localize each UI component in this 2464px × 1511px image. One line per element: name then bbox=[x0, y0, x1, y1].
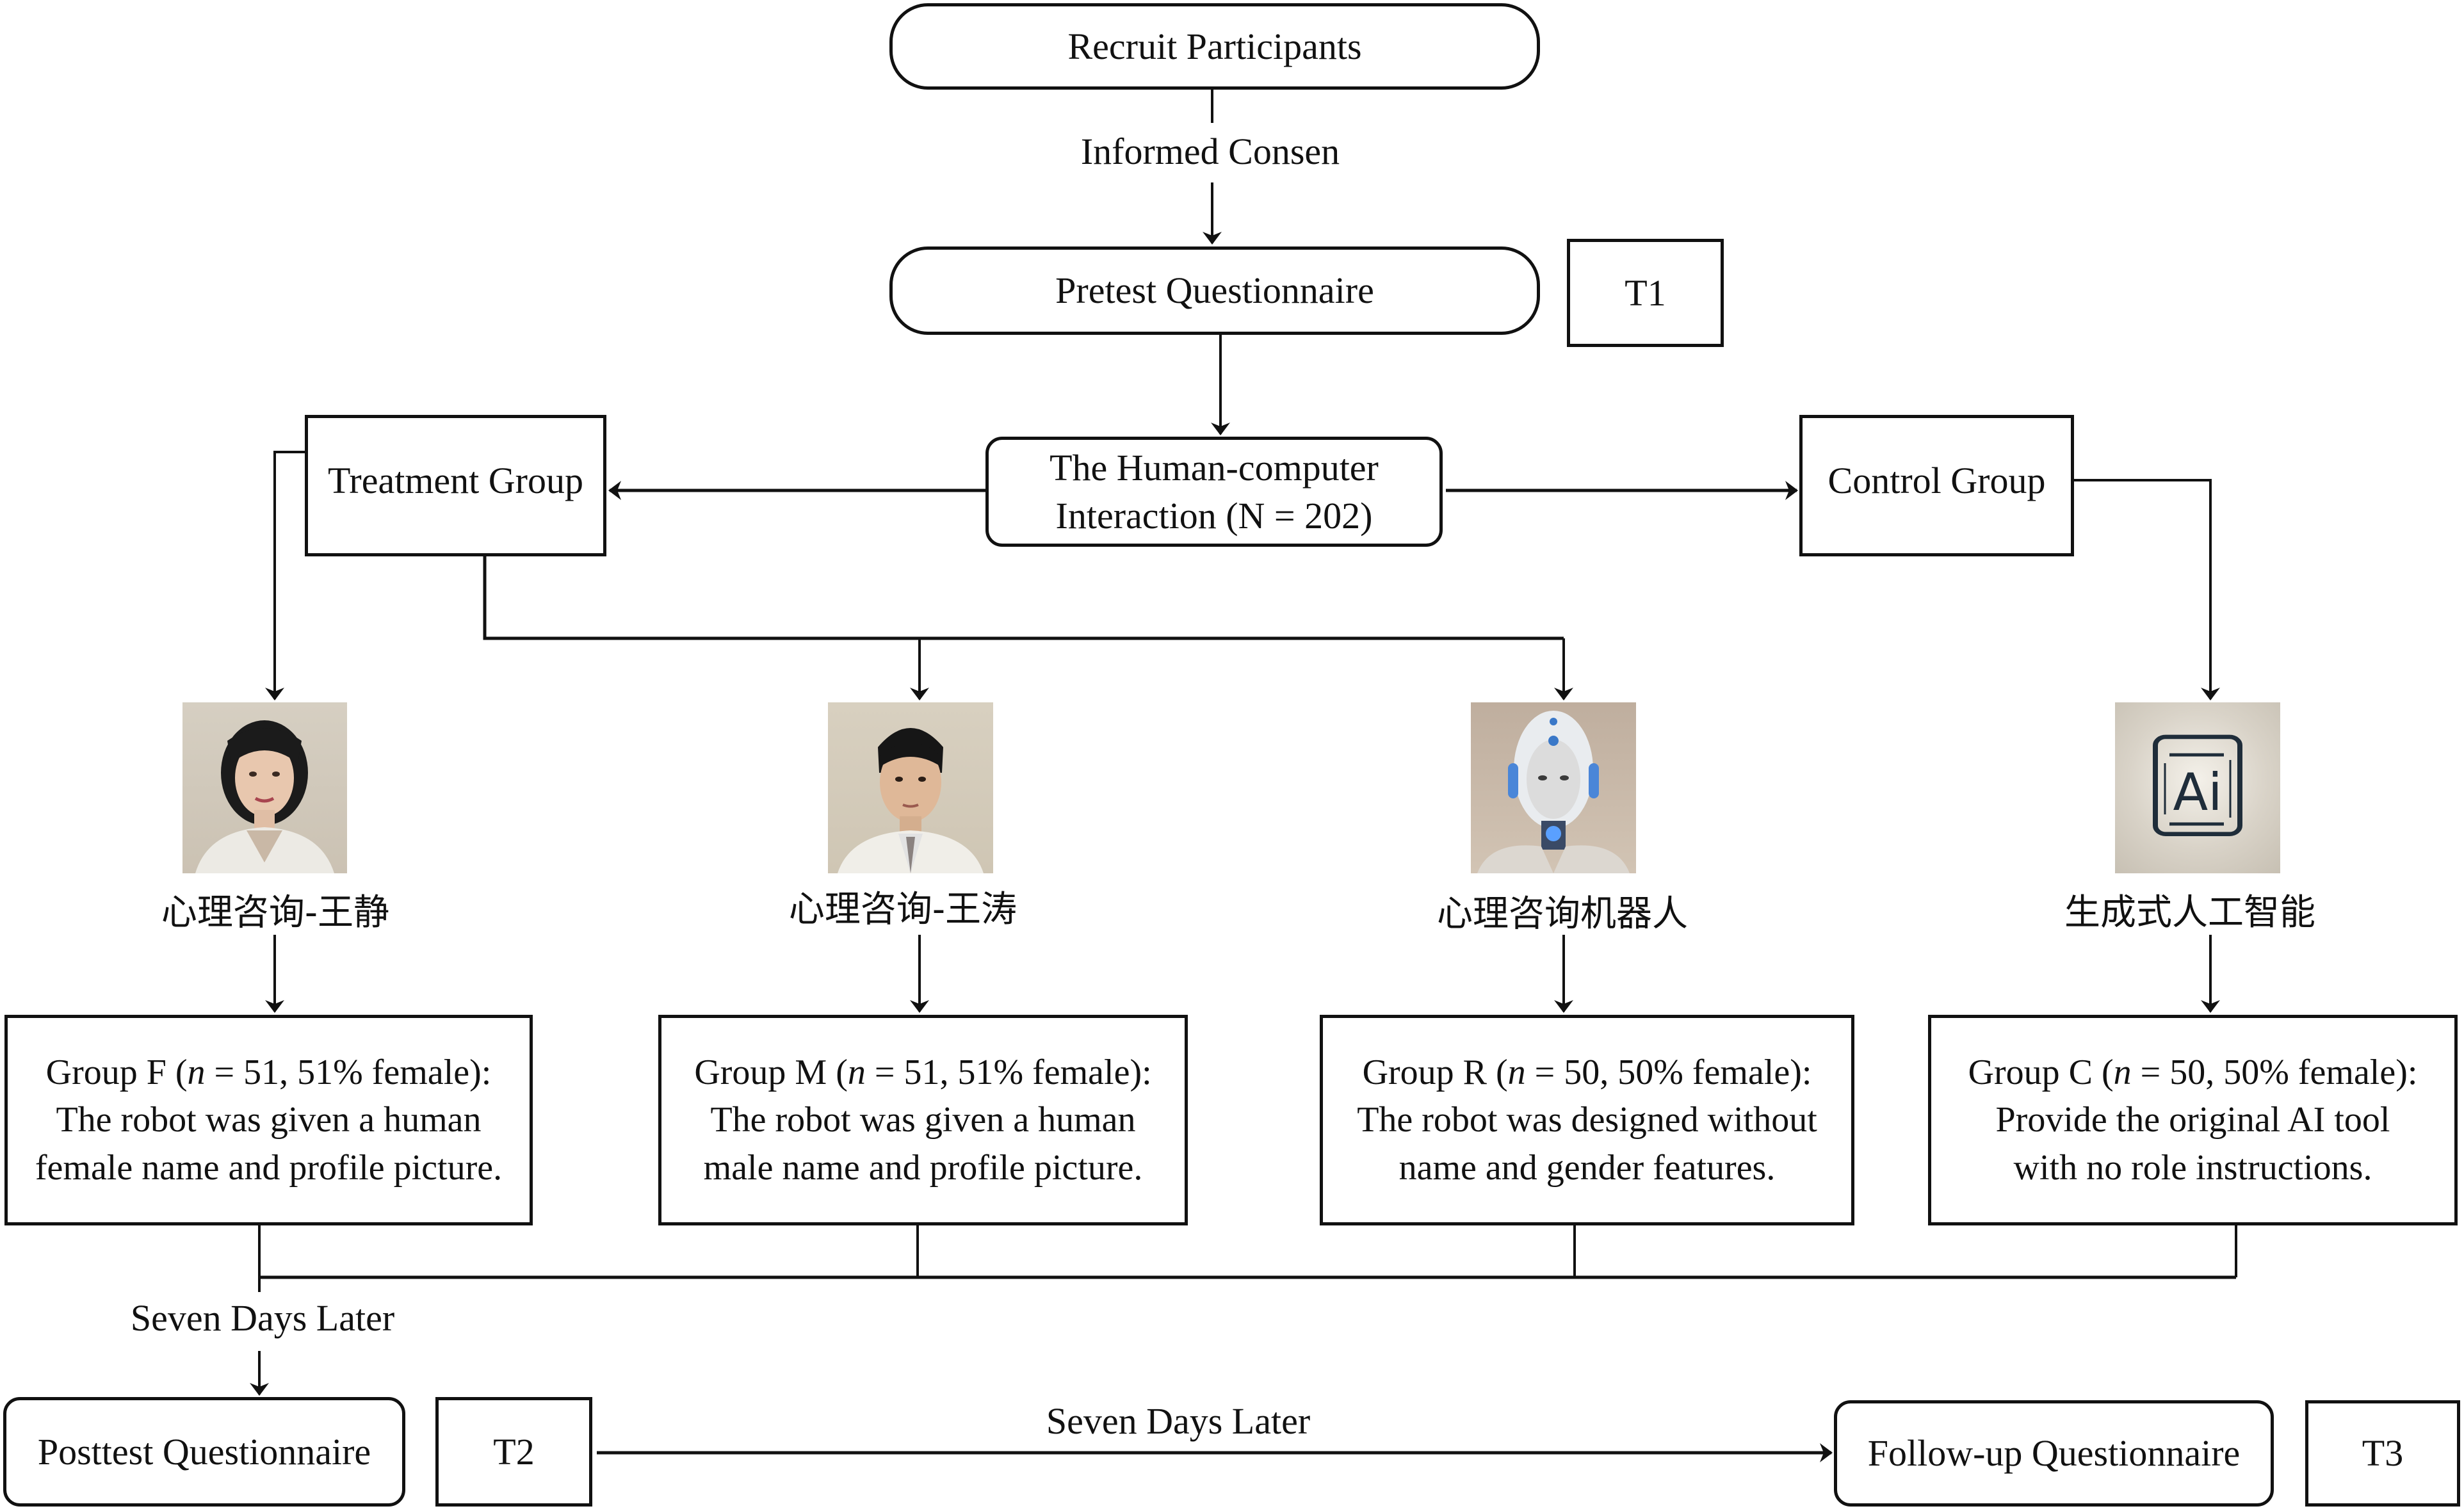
interaction-line1: The Human-computer bbox=[1050, 446, 1379, 489]
group-m-line3: male name and profile picture. bbox=[703, 1147, 1143, 1188]
ai-chip-icon: Ai bbox=[2115, 702, 2280, 873]
treatment-group-box: Treatment Group bbox=[305, 415, 606, 556]
seven-days-later-label-2: Seven Days Later bbox=[1046, 1400, 1311, 1442]
svg-text:Ai: Ai bbox=[2173, 763, 2223, 822]
t1-text: T1 bbox=[1625, 271, 1666, 314]
group-r-line2: The robot was designed without bbox=[1357, 1100, 1817, 1140]
control-group-box: Control Group bbox=[1799, 415, 2074, 556]
group-c-line2: Provide the original AI tool bbox=[1995, 1100, 2390, 1140]
treatment-group-text: Treatment Group bbox=[328, 460, 583, 501]
group-f-line1: Group F (n = 51, 51% female): bbox=[45, 1052, 492, 1092]
male-counselor-portrait bbox=[828, 702, 993, 873]
arrow-treatment-female bbox=[265, 451, 305, 700]
group-m-box: Group M (n = 51, 51% female): The robot … bbox=[658, 1015, 1188, 1225]
t3-text: T3 bbox=[2362, 1432, 2404, 1475]
agent-label-ai: 生成式人工智能 bbox=[2064, 892, 2315, 933]
group-m-line2: The robot was given a human bbox=[710, 1100, 1136, 1140]
group-f-line2: The robot was given a human bbox=[56, 1100, 482, 1140]
recruit-participants-box: Recruit Participants bbox=[889, 3, 1540, 90]
group-r-line1: Group R (n = 50, 50% female): bbox=[1362, 1052, 1812, 1092]
connector-treatment-bus bbox=[483, 556, 1564, 640]
t3-box: T3 bbox=[2305, 1400, 2460, 1507]
pretest-questionnaire-box: Pretest Questionnaire bbox=[889, 246, 1540, 335]
group-f-box: Group F (n = 51, 51% female): The robot … bbox=[4, 1015, 533, 1225]
t1-box: T1 bbox=[1567, 239, 1724, 347]
seven-days-later-label-1: Seven Days Later bbox=[102, 1297, 423, 1339]
agent-label-robot: 心理咨询机器人 bbox=[1437, 893, 1688, 935]
t2-text: T2 bbox=[493, 1430, 535, 1473]
human-computer-interaction-box: The Human-computer Interaction (N = 202) bbox=[985, 437, 1443, 547]
pretest-questionnaire-text: Pretest Questionnaire bbox=[1055, 270, 1374, 312]
agent-label-female: 心理咨询-王静 bbox=[161, 892, 390, 933]
humanoid-robot-portrait bbox=[1471, 702, 1636, 873]
control-group-text: Control Group bbox=[1828, 460, 2046, 501]
female-counselor-portrait bbox=[182, 702, 347, 873]
posttest-questionnaire-box: Posttest Questionnaire bbox=[3, 1397, 405, 1507]
group-r-box: Group R (n = 50, 50% female): The robot … bbox=[1320, 1015, 1854, 1225]
informed-consent-label: Informed Consen bbox=[1057, 130, 1364, 173]
posttest-questionnaire-text: Posttest Questionnaire bbox=[37, 1430, 371, 1473]
group-m-line1: Group M (n = 51, 51% female): bbox=[694, 1052, 1152, 1092]
recruit-participants-text: Recruit Participants bbox=[1067, 25, 1362, 67]
group-r-line3: name and gender features. bbox=[1398, 1147, 1776, 1188]
group-f-line3: female name and profile picture. bbox=[35, 1147, 503, 1188]
t2-box: T2 bbox=[435, 1397, 592, 1507]
followup-questionnaire-text: Follow-up Questionnaire bbox=[1867, 1432, 2241, 1475]
group-c-line1: Group C (n = 50, 50% female): bbox=[1968, 1052, 2418, 1092]
interaction-line2: Interaction (N = 202) bbox=[1055, 495, 1373, 537]
group-c-line3: with no role instructions. bbox=[2013, 1147, 2372, 1188]
arrow-control-ai bbox=[2074, 479, 2220, 700]
agent-label-male: 心理咨询-王涛 bbox=[788, 889, 1017, 930]
followup-questionnaire-box: Follow-up Questionnaire bbox=[1834, 1400, 2274, 1507]
group-c-box: Group C (n = 50, 50% female): Provide th… bbox=[1928, 1015, 2458, 1225]
